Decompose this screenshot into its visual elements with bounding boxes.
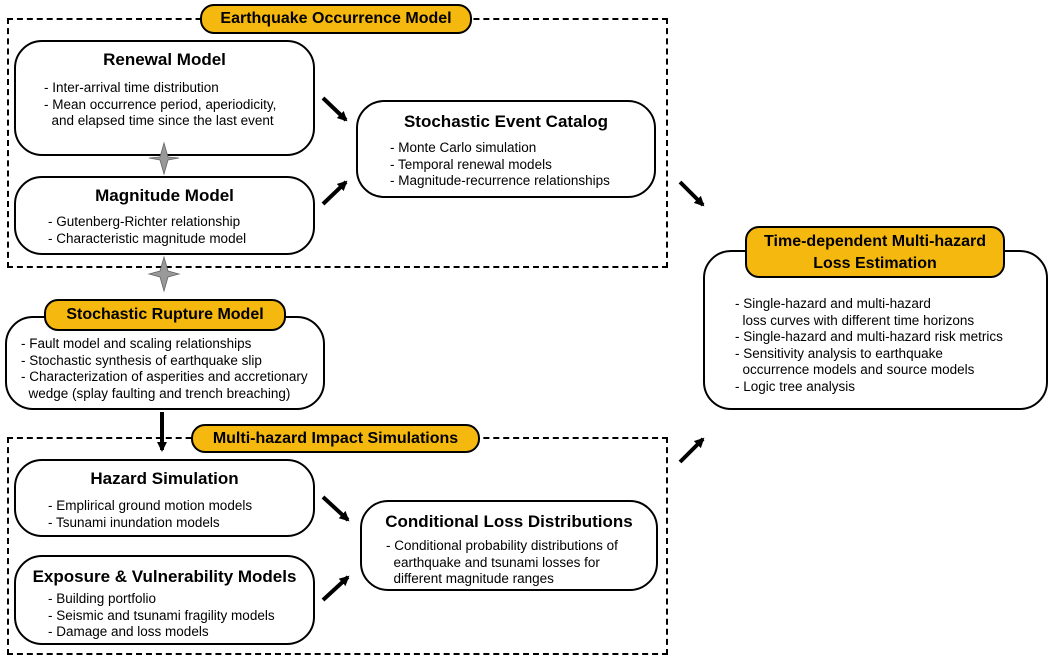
list-item: - Stochastic synthesis of earthquake sli… [21,352,262,368]
list-item: - Building portfolio [48,591,157,606]
stochastic-event-catalog-title: Stochastic Event Catalog [403,112,609,131]
list-item: - Emplirical ground motion models [48,498,253,513]
arrow-hazard-to-conditional [321,495,350,522]
magnitude-model-title: Magnitude Model [95,186,234,205]
star-icon [147,255,181,293]
list-item: - Fault model and scaling relationships [21,336,252,351]
list-item: loss curves with different time horizons [735,312,975,328]
loss-estimation-title-line2: Loss Estimation [813,255,937,272]
list-item: - Damage and loss models [48,624,209,639]
stochastic-rupture-model-title: Stochastic Rupture Model [44,299,286,331]
list-item: - Logic tree analysis [735,378,856,394]
stochastic-rupture-model-box: - Fault model and scaling relationships … [5,316,325,410]
multi-hazard-impact-label: Multi-hazard Impact Simulations [212,430,459,447]
list-item: and elapsed time since the last event [44,113,274,128]
list-item: - Monte Carlo simulation [390,140,537,155]
list-item: - Inter-arrival time distribution [44,80,219,95]
hazard-simulation-box: Hazard Simulation - Emplirical ground mo… [14,459,315,537]
stochastic-rupture-model-label: Stochastic Rupture Model [66,306,264,323]
earthquake-occurrence-title: Earthquake Occurrence Model [200,4,472,34]
list-item: - Tsunami inundation models [48,514,220,530]
conditional-loss-distributions-title: Conditional Loss Distributions [385,512,633,531]
arrow-impact-to-loss [678,437,705,464]
list-item: occurrence models and source models [735,362,975,377]
list-item: - Conditional probability distributions … [386,538,618,553]
list-item: - Single-hazard and multi-hazard risk me… [735,329,1003,344]
renewal-model-title: Renewal Model [103,50,226,69]
list-item: - Characterization of asperities and acc… [21,369,308,384]
arrow-magnitude-to-catalog [321,180,348,206]
renewal-model-box: Renewal Model - Inter-arrival time distr… [14,40,315,156]
magnitude-model-box: Magnitude Model - Gutenberg-Richter rela… [14,176,315,255]
arrow-catalog-to-loss [678,180,705,207]
list-item: - Sensitivity analysis to earthquake [735,345,943,361]
arrow-renewal-to-catalog [321,96,348,122]
list-item: - Gutenberg-Richter relationship [48,214,241,229]
arrow-exposure-to-conditional [321,575,350,602]
list-item: different magnitude ranges [386,571,554,586]
list-item: wedge (splay faulting and trench breachi… [21,385,291,401]
list-item: - Single-hazard and multi-hazard [735,296,931,311]
conditional-loss-distributions-box: Conditional Loss Distributions - Conditi… [360,500,658,591]
loss-estimation-title-line1: Time-dependent Multi-hazard [764,233,986,250]
earthquake-occurrence-label: Earthquake Occurrence Model [220,10,452,27]
exposure-vulnerability-title: Exposure & Vulnerability Models [32,567,297,586]
exposure-vulnerability-box: Exposure & Vulnerability Models - Buildi… [14,555,315,645]
list-item: earthquake and tsunami losses for [386,554,600,570]
hazard-simulation-title: Hazard Simulation [90,469,239,488]
list-item: - Temporal renewal models [390,156,552,172]
stochastic-event-catalog-box: Stochastic Event Catalog - Monte Carlo s… [356,100,656,198]
multi-hazard-impact-title: Multi-hazard Impact Simulations [191,424,480,453]
list-item: - Mean occurrence period, aperiodicity, [44,96,277,112]
list-item: - Seismic and tsunami fragility models [48,607,275,623]
loss-estimation-title: Time-dependent Multi-hazard Loss Estimat… [745,226,1005,278]
list-item: - Magnitude-recurrence relationships [390,173,610,188]
list-item: - Characteristic magnitude model [48,230,247,246]
star-icon [148,141,180,176]
